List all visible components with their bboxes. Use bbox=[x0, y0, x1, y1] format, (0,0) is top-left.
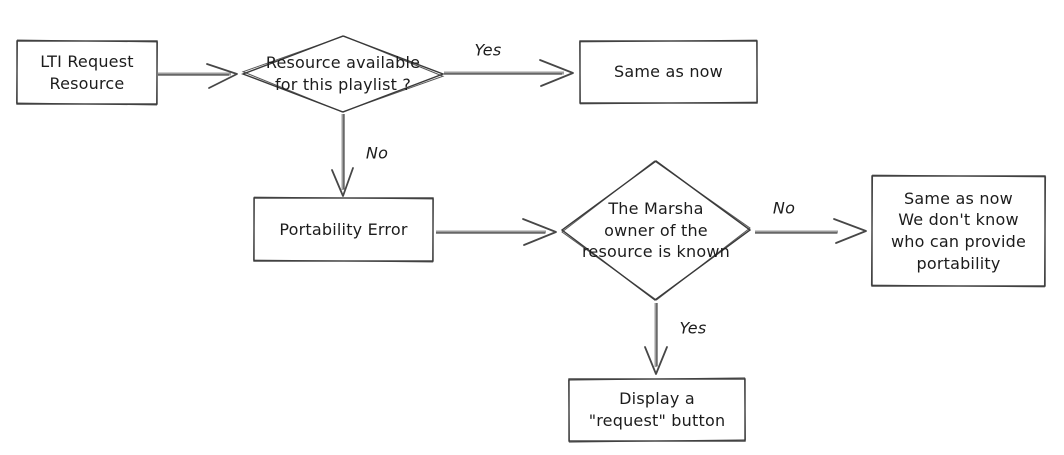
same-as-now-no-portability-box bbox=[870, 174, 1047, 288]
arrow-decision-yes-to-same-as-now bbox=[444, 59, 574, 87]
resource-available-diamond bbox=[241, 35, 445, 113]
lti-request-box bbox=[16, 39, 158, 106]
arrow-portability-error-to-owner-known bbox=[436, 218, 557, 246]
owner-known-diamond bbox=[560, 160, 752, 301]
display-request-button-box bbox=[568, 377, 746, 443]
arrow-decision-no-to-portability-error bbox=[331, 114, 354, 197]
same-as-now-box bbox=[579, 39, 758, 105]
arrow-owner-known-yes-to-display-request bbox=[644, 303, 668, 375]
portability-error-box bbox=[253, 196, 434, 263]
arrow-owner-known-no-to-same-as-now bbox=[755, 218, 867, 244]
arrow-lti-to-decision bbox=[158, 63, 238, 89]
